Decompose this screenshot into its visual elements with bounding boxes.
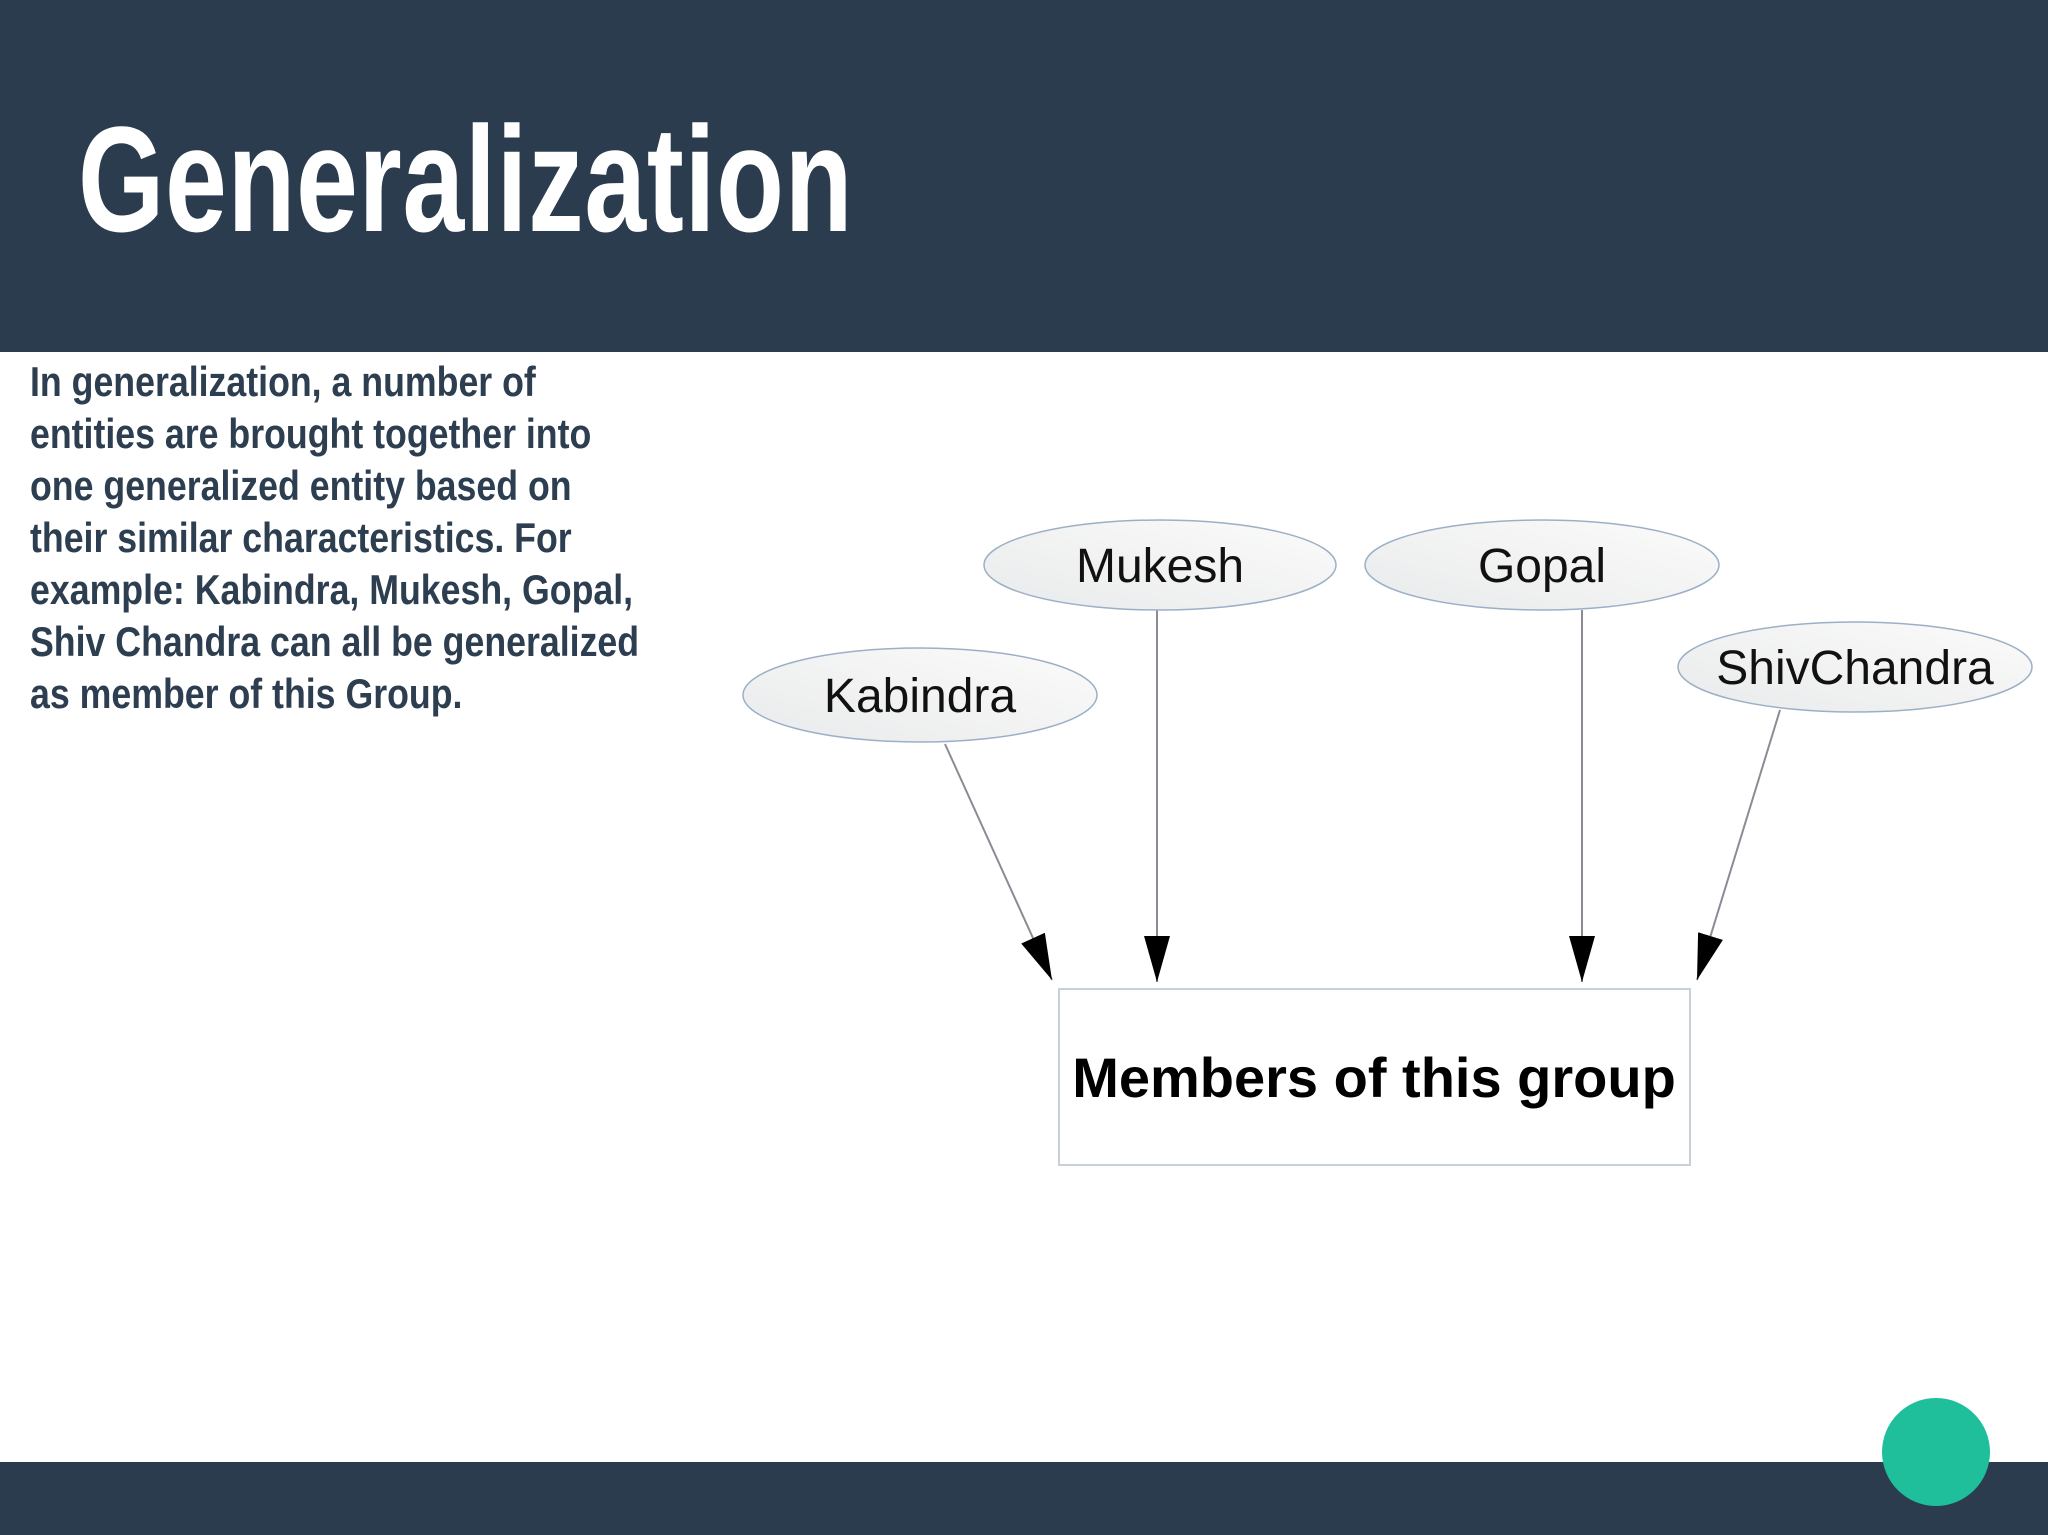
body-text-line: entities are brought together into bbox=[30, 410, 592, 457]
arrow-shivchandra-to-group bbox=[1696, 709, 1781, 981]
entity-label: Gopal bbox=[1478, 540, 1606, 593]
slide-footer bbox=[0, 1462, 2048, 1535]
arrow-kabindra-to-group bbox=[944, 743, 1053, 981]
entity-label: Mukesh bbox=[1076, 540, 1244, 593]
ellipse-shape bbox=[742, 647, 1098, 743]
slide-header: Generalization bbox=[0, 0, 2048, 352]
entity-label: Kabindra bbox=[824, 670, 1016, 723]
body-text-line: their similar characteristics. For bbox=[30, 514, 572, 561]
entity-ellipse-shivchandra: ShivChandra bbox=[1677, 621, 2033, 713]
page-title: Generalization bbox=[78, 95, 854, 263]
group-box-label: Members of this group bbox=[1072, 1046, 1676, 1109]
body-text-line: In generalization, a number of bbox=[30, 358, 536, 405]
entity-label: ShivChandra bbox=[1716, 642, 1994, 695]
entity-ellipse-kabindra: Kabindra bbox=[742, 647, 1098, 743]
accent-circle bbox=[1882, 1398, 1990, 1506]
entity-ellipse-mukesh: Mukesh bbox=[983, 519, 1337, 611]
ellipse-shape bbox=[1677, 621, 2033, 713]
body-text-line: one generalized entity based on bbox=[30, 462, 572, 509]
entity-ellipse-gopal: Gopal bbox=[1364, 519, 1720, 611]
ellipse-shape bbox=[983, 519, 1337, 611]
body-text-line: Shiv Chandra can all be generalized bbox=[30, 618, 640, 665]
ellipse-shape bbox=[1364, 519, 1720, 611]
group-box: Members of this group bbox=[1058, 988, 1691, 1166]
body-text-line: as member of this Group. bbox=[30, 670, 463, 717]
group-box-shape bbox=[1058, 988, 1691, 1166]
body-text-line: example: Kabindra, Mukesh, Gopal, bbox=[30, 566, 634, 613]
body-text: In generalization, a number of entities … bbox=[30, 356, 778, 720]
